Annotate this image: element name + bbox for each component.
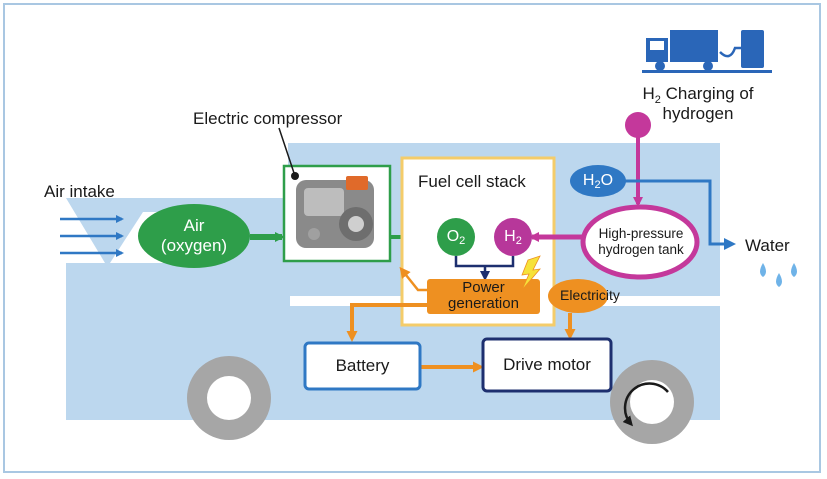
h2o-node [570,165,626,197]
power-generation-label: Power generation [427,277,540,315]
drive-motor-label: Drive motor [503,355,591,374]
tank-label-line1: High-pressure [598,225,684,241]
charging-label-rest: Charging of [660,84,754,103]
fuel-cell-stack-label: Fuel cell stack [418,172,526,191]
power-to-battery-arrow [346,303,427,342]
hydrogen-tank-node [580,204,700,280]
compressor-image-icon [296,176,374,248]
charging-label-line1: H2 Charging of [618,84,778,106]
rotation-arrow-icon [622,382,669,427]
water-outflow-arrow [625,179,736,250]
h2o-label-h: H [582,172,595,189]
hydrogen-station-truck-icon [642,30,772,73]
water-label: Water [745,236,790,255]
o2-label-o: O [446,228,460,245]
electric-compressor-label: Electric compressor [193,109,343,128]
electricity-node [548,279,608,313]
figure-frame [3,3,821,473]
drive-motor-box [481,337,613,393]
compressor-pointer-line [278,127,296,177]
air-oxygen-node [138,204,250,268]
lightning-icon [521,255,541,291]
air-label-line1: Air [183,216,205,236]
water-drops-icon [760,263,797,287]
front-wheel-icon [187,356,271,440]
battery-label: Battery [335,356,390,375]
air-intake-arrows [60,215,124,257]
o2-node [437,218,475,256]
air-label-line2: (oxygen) [160,236,228,255]
power-label-line1: Power [462,278,505,296]
h2o-label-o: O [600,172,614,189]
charging-label-h: H [642,84,655,103]
h2-label-sub: 2 [515,235,522,247]
charging-label-line2: hydrogen [662,103,734,123]
hydrogen-tank-label: High-pressure hydrogen tank [586,218,696,266]
power-generation-box [427,279,540,314]
electricity-label: Electricity [560,287,620,303]
charging-point-icon [625,112,651,138]
rear-wheel-icon [610,360,694,444]
charging-hydrogen-label: H2 Charging of hydrogen [618,84,778,123]
tank-label-line2: hydrogen tank [598,242,684,257]
h2-node [494,218,532,256]
o2-label-sub: 2 [459,235,466,247]
h2-label-h: H [504,228,516,245]
air-oxygen-label: Air (oxygen) [138,205,250,267]
h2o-label-sub: 2 [594,179,601,191]
power-to-compressor-arrow [399,266,427,292]
truck-icon-window [650,41,664,50]
battery-box [303,341,422,391]
power-label-line2: generation [448,295,519,312]
charging-label-sub: 2 [654,94,661,106]
air-intake-label: Air intake [44,182,115,201]
